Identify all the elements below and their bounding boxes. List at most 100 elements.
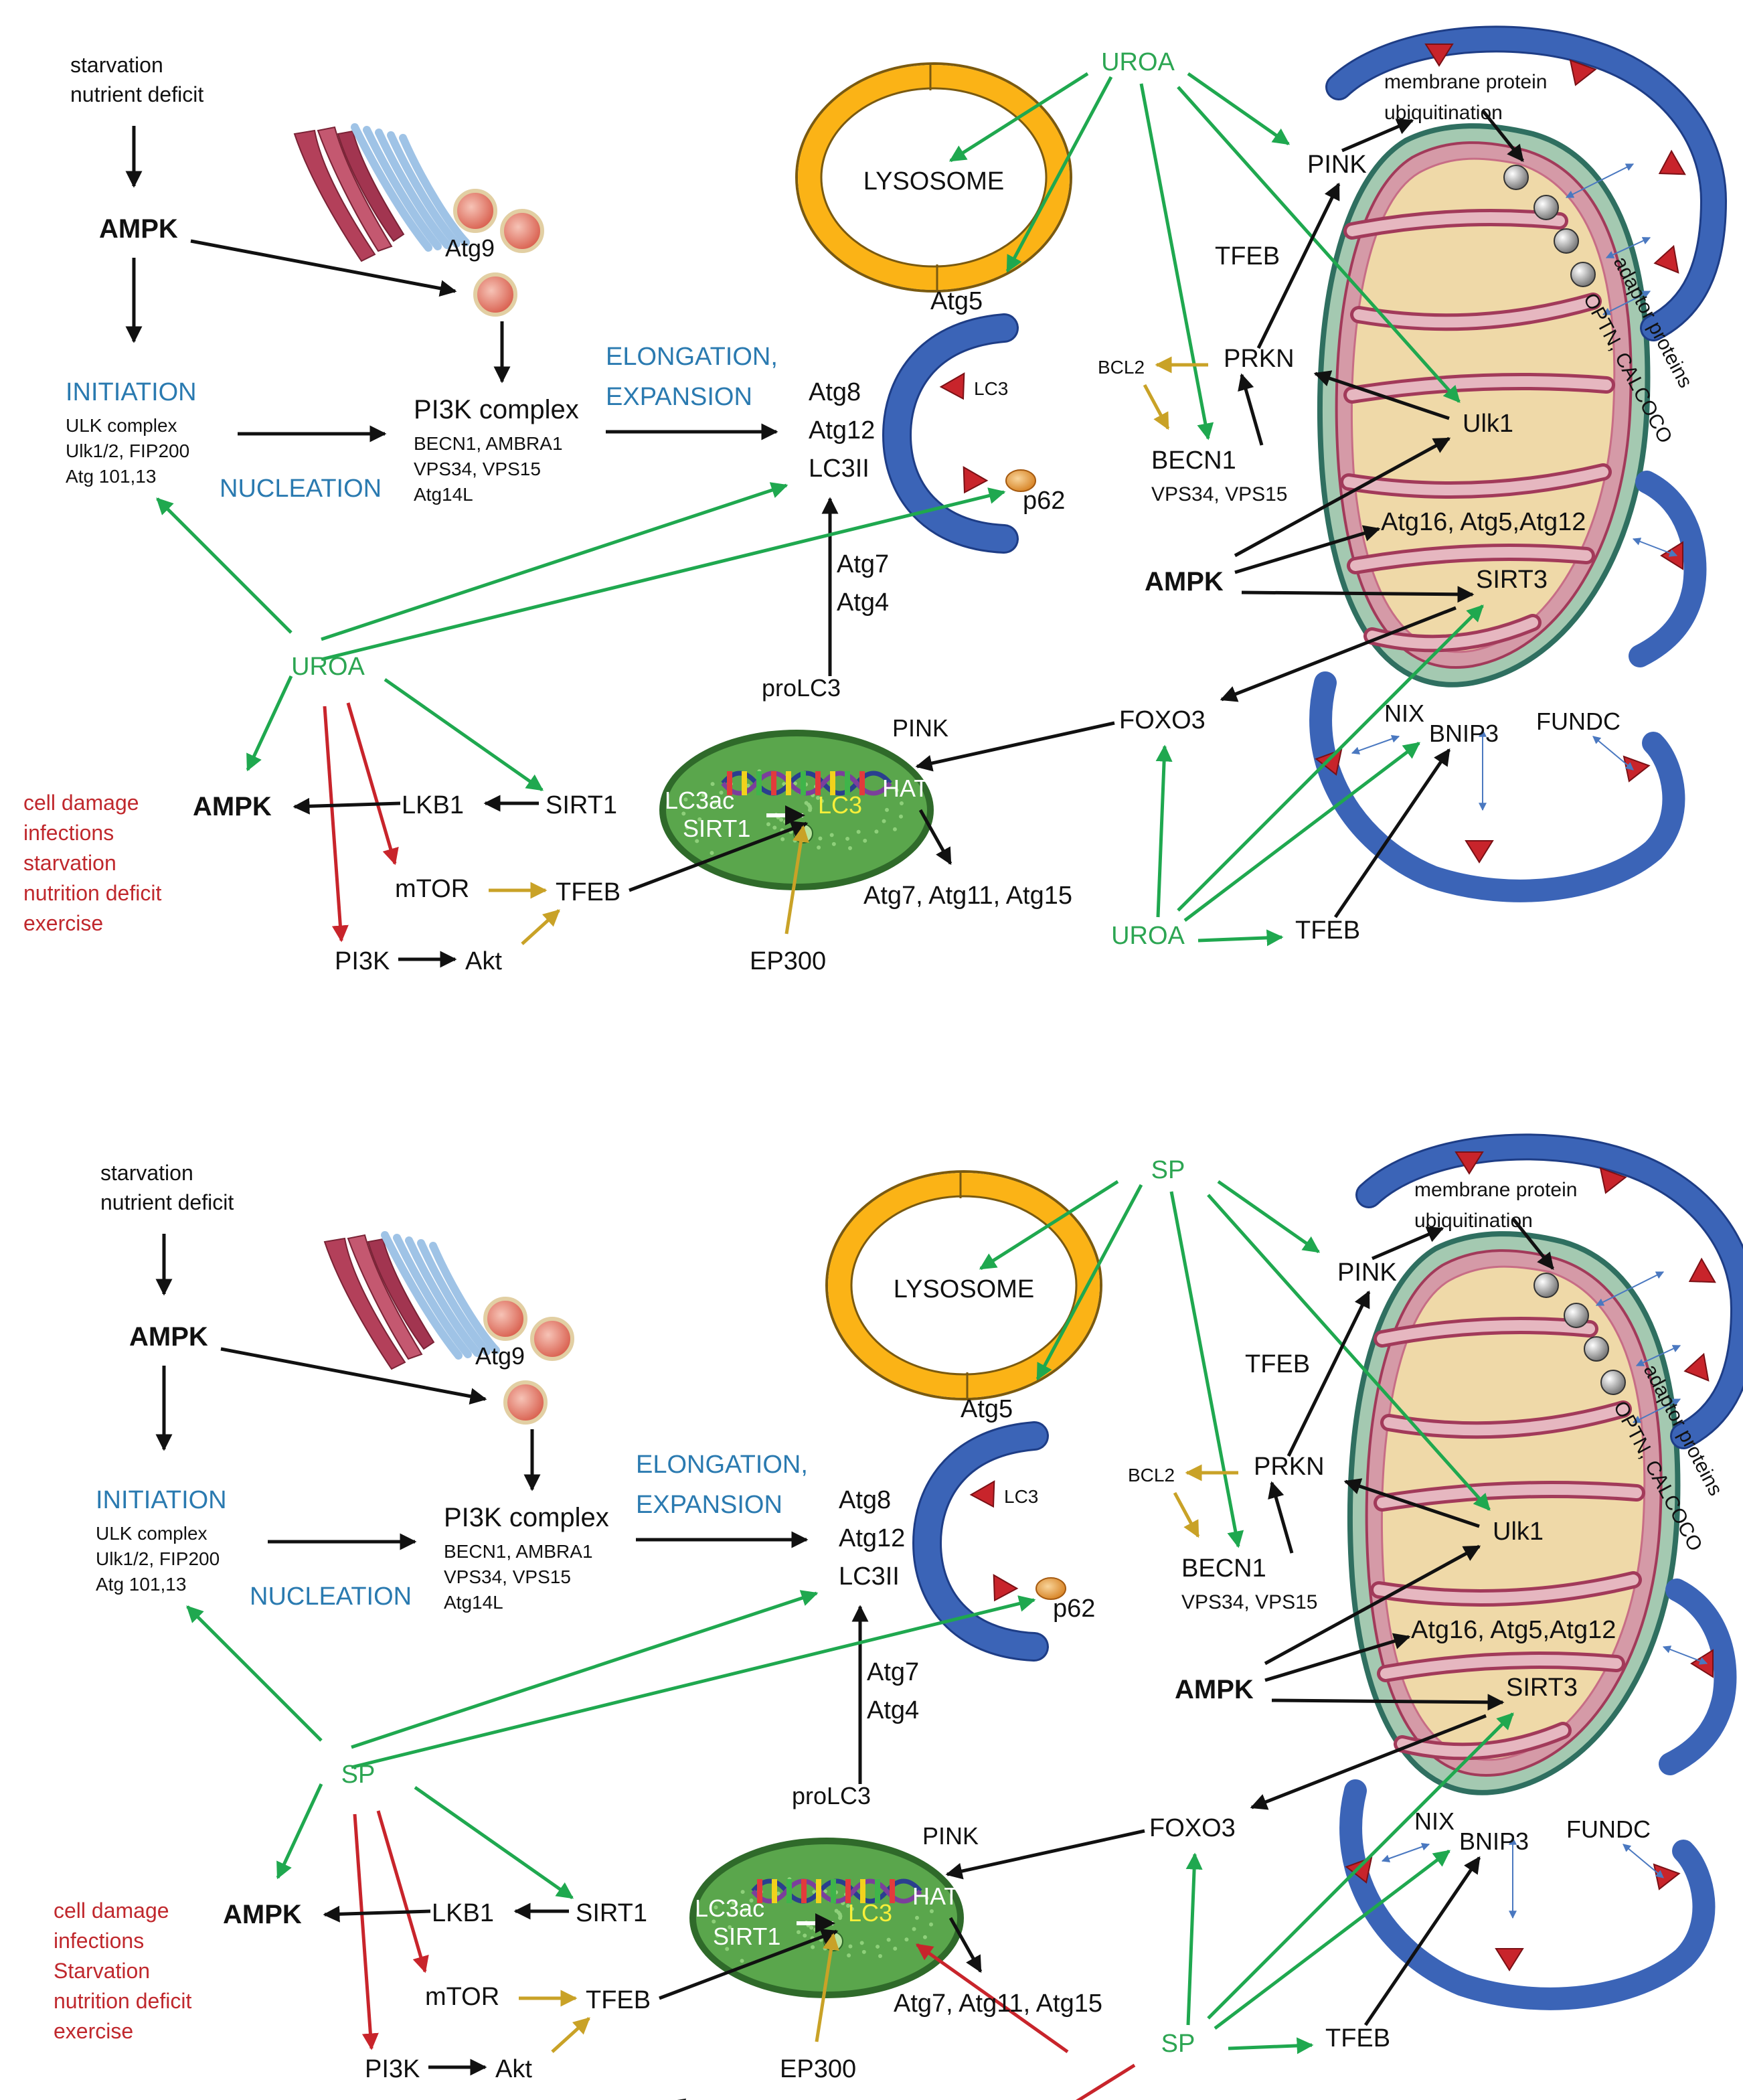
nucleus-speckle (859, 1941, 864, 1945)
mito-crista-core (1397, 1725, 1568, 1757)
foxo3-label: FOXO3 (1149, 1814, 1236, 1842)
atg14l-label: Atg14L (414, 484, 473, 505)
mito-crista-core (1380, 1655, 1622, 1679)
nucleus-speckle (697, 805, 701, 809)
nucleus-speckle (772, 825, 777, 830)
bcl2-label: BCL2 (1128, 1465, 1175, 1485)
ubiquitination-label: ubiquitination (1384, 102, 1503, 124)
arrow-agenttop-becn1 (1139, 83, 1214, 440)
receptor-icon (1683, 1352, 1710, 1382)
atg5-label: Atg5 (930, 287, 983, 315)
initiation-label: INITIATION (96, 1486, 227, 1514)
arrow-akt-tfeb (521, 909, 560, 945)
arrow-agenttop-ulk1 (1177, 86, 1461, 403)
agent-left-label: SP (341, 1761, 376, 1789)
arrow-sirt3-foxo3 (1250, 1714, 1487, 1810)
ubiquitin-icon (1533, 195, 1559, 220)
mito-crista-core (1350, 547, 1592, 571)
arrow-bcl2-becn1 (1173, 1491, 1200, 1538)
starvation2-label: Starvation (54, 1959, 150, 1983)
nucleus-speckle (884, 807, 889, 812)
sirt1-label: SIRT1 (546, 791, 617, 819)
hat-label: HAT (912, 1882, 959, 1910)
nucleus-speckle (740, 1959, 744, 1963)
nucleus-speckle (803, 1933, 807, 1938)
nucleus-speckle (731, 1901, 736, 1905)
agent-top-label: SP (1151, 1156, 1185, 1184)
atg9-vesicle (500, 209, 544, 253)
lc3-nuc-label: LC3 (848, 1899, 892, 1927)
golgi-cisterna (399, 134, 470, 246)
lc3-receptor-icon (969, 1480, 995, 1508)
atg7-11-15-label: Atg7, Atg11, Atg15 (894, 1990, 1102, 2018)
atg9-label: Atg9 (445, 234, 495, 262)
arrow-agentbottom-sirt3 (1177, 604, 1484, 912)
atg101-label: Atg 101,13 (96, 1574, 186, 1595)
arrow-agenttop-lysosome (979, 1180, 1119, 1271)
starvation-label: starvation (100, 1161, 193, 1185)
mito-crista-core (1347, 376, 1612, 400)
phagophore (914, 1423, 1047, 1660)
arrow-agenttop-ulk1 (1207, 1194, 1491, 1511)
nucleus-speckle (743, 1908, 748, 1913)
arrow-agent-pi3k (323, 706, 349, 943)
becn1-label: BECN1 (1181, 1554, 1266, 1583)
lc3ac-label: LC3ac (665, 787, 734, 814)
arrow-pink-membrane (1372, 1226, 1444, 1261)
p62-label: p62 (1023, 487, 1065, 515)
arrow-agent-sirt1 (384, 677, 544, 792)
bcl2-label: BCL2 (1098, 357, 1145, 378)
ubiquitin-icon (1600, 1370, 1626, 1395)
nucleus-speckle (878, 1954, 883, 1959)
adaptor-link (1381, 1842, 1430, 1863)
nix-label: NIX (1384, 700, 1424, 727)
arrow-becn1-prkn (1238, 373, 1264, 446)
golgi-cisterna (387, 131, 461, 248)
pi3k-label: PI3K (365, 2055, 420, 2083)
arrow-agentbottom-tfeb (1228, 2037, 1314, 2054)
nucleus-speckle (719, 790, 724, 795)
nucleus-speckle (683, 797, 688, 802)
er-stack-2 (317, 126, 393, 252)
lc3-receptor-icon (963, 466, 989, 494)
agent-bottom-label: SP (1161, 2030, 1195, 2058)
receptor-icon (1455, 1151, 1484, 1175)
arrow-sp-ep300 (1076, 2063, 1136, 2100)
arrow-prkn-pink (1286, 1290, 1371, 1457)
nucleus-speckle (829, 833, 834, 837)
becn1-ambra1-label: BECN1, AMBRA1 (444, 1541, 593, 1562)
arrow-sirt3-foxo3 (1220, 606, 1457, 702)
adaptor-link (1565, 163, 1635, 198)
starvation2-label: starvation (23, 851, 116, 875)
nucleus-speckle (928, 1922, 933, 1927)
lc3ac-label: LC3ac (695, 1894, 764, 1922)
arrow-ampkm-atg16 (1264, 1633, 1411, 1682)
arrow-prkn-pink (1256, 182, 1341, 349)
prolc3-label: proLC3 (762, 674, 841, 702)
sirt1-nuc-label: SIRT1 (683, 815, 750, 842)
elongation-label: ELONGATION, (636, 1451, 808, 1479)
agent-top-label: UROA (1101, 48, 1175, 76)
ubiquitin-icon (1584, 1336, 1609, 1362)
arrow-becn1-prkn (1268, 1481, 1294, 1554)
nucleus-speckle (876, 1944, 880, 1949)
arrow-bcl2-becn1 (1143, 384, 1170, 430)
receptor-icon (1315, 748, 1343, 776)
golgi-cisterna (363, 126, 442, 250)
golgi-cisterna (417, 1239, 491, 1356)
adaptor-link (1592, 736, 1634, 771)
atg12-label: Atg12 (809, 416, 875, 445)
nucleus-speckle (898, 814, 903, 819)
er-stack-3 (367, 1238, 435, 1350)
ubiquitination-label: ubiquitination (1414, 1210, 1533, 1232)
nucleus-speckle (847, 1953, 851, 1957)
mito-crista-core (1377, 1320, 1595, 1344)
nucleus-speckle (780, 837, 785, 841)
nucleus-speckle (779, 817, 784, 822)
nucleation-label: NUCLEATION (250, 1583, 412, 1611)
sirt1-nuc-label: SIRT1 (713, 1923, 780, 1950)
prkn-label: PRKN (1254, 1453, 1325, 1481)
golgi-cisterna (429, 1242, 500, 1354)
vps-label: VPS34, VPS15 (414, 459, 541, 479)
